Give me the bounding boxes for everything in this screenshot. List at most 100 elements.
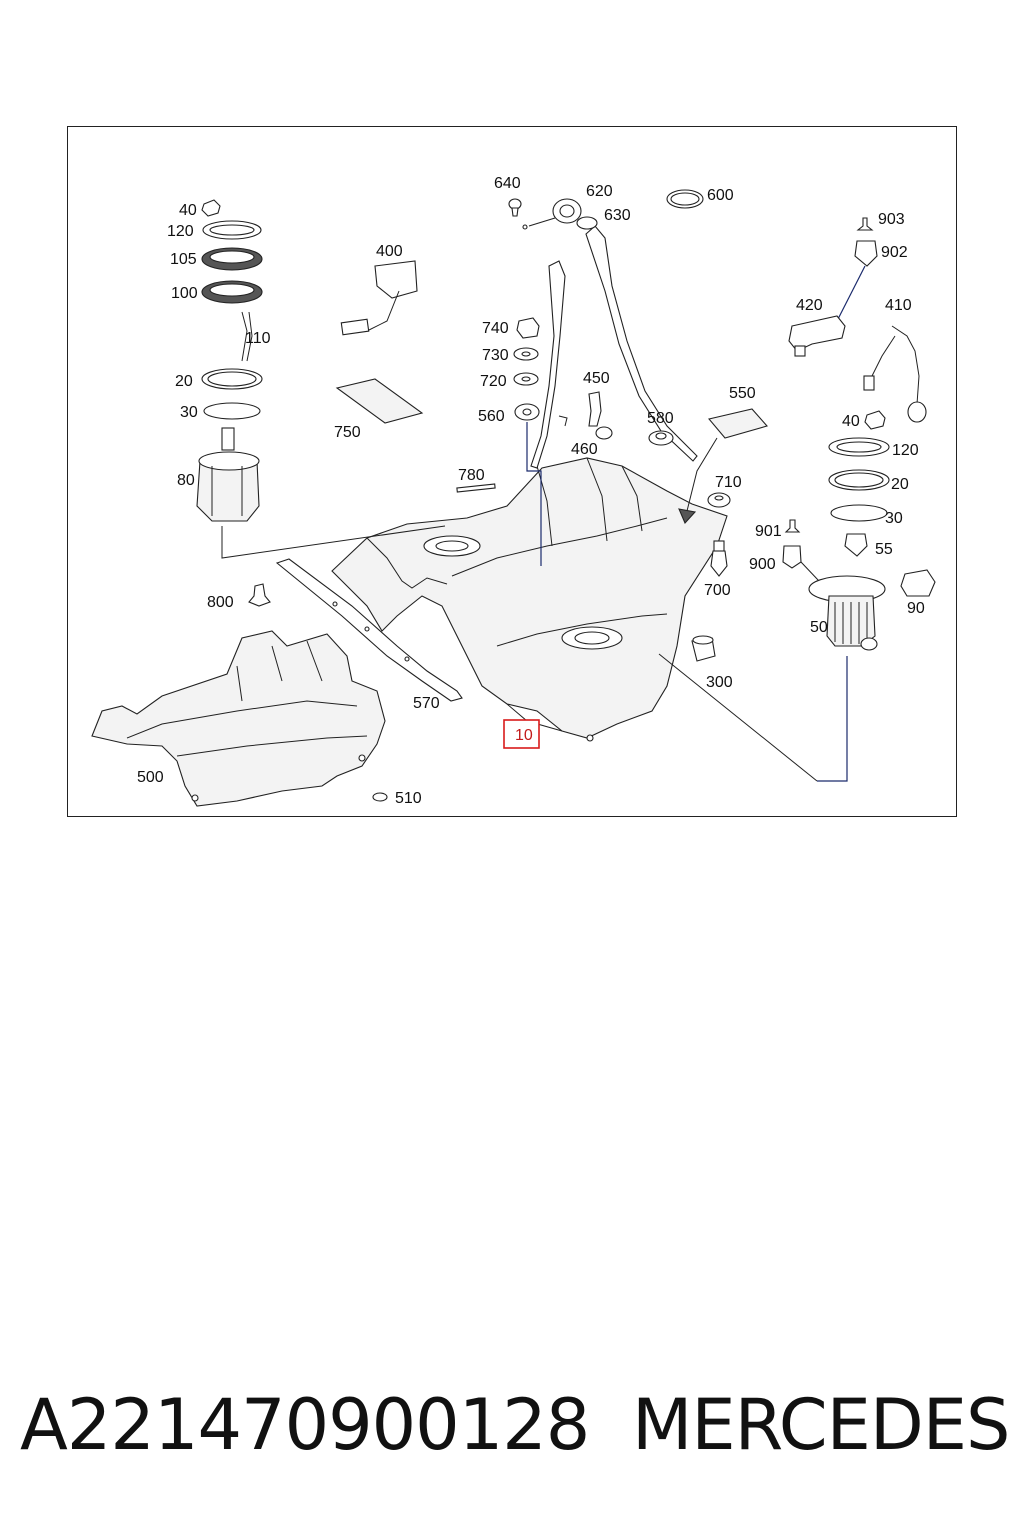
callout-410[interactable]: 410	[885, 297, 912, 314]
nut-510-part[interactable]	[372, 792, 388, 802]
harness-410-part[interactable]	[863, 325, 927, 423]
heat-shield-part[interactable]	[91, 630, 386, 807]
callout-901[interactable]: 901	[755, 523, 782, 540]
cover-100-part[interactable]	[201, 280, 263, 304]
ring-120-left-part[interactable]	[202, 220, 262, 240]
pump-leader-line	[221, 525, 446, 559]
cover-105-part[interactable]	[201, 247, 263, 271]
callout-800[interactable]: 800	[207, 594, 234, 611]
callout-740[interactable]: 740	[482, 320, 509, 337]
clamp-460-part[interactable]	[558, 415, 613, 440]
cap-903-part[interactable]	[856, 217, 874, 231]
pump-module-50-part[interactable]	[808, 575, 886, 651]
arrow-550-line	[686, 437, 718, 512]
callout-720[interactable]: 720	[480, 373, 507, 390]
callout-300[interactable]: 300	[706, 674, 733, 691]
part-number: A221470900128	[20, 1384, 590, 1466]
pad-550-part[interactable]	[708, 408, 768, 439]
cap-901-part[interactable]	[784, 519, 801, 533]
callout-10-highlighted[interactable]: 10	[515, 727, 533, 744]
line-110-part[interactable]	[241, 311, 253, 362]
callout-80[interactable]: 80	[177, 472, 195, 489]
bushing-560-part[interactable]	[514, 403, 540, 421]
callout-550[interactable]: 550	[729, 385, 756, 402]
callout-420[interactable]: 420	[796, 297, 823, 314]
callout-120-left[interactable]: 120	[167, 223, 194, 240]
pump-80-part[interactable]	[196, 427, 260, 522]
callout-900[interactable]: 900	[749, 556, 776, 573]
callout-105[interactable]: 105	[170, 251, 197, 268]
grommet-580-part[interactable]	[648, 430, 674, 446]
sensor-900-leader	[800, 561, 820, 582]
cap-screw-part[interactable]	[508, 198, 522, 217]
nut-40-right-part[interactable]	[864, 410, 886, 430]
tank-right-leader	[658, 653, 818, 782]
bumper-800-part[interactable]	[248, 583, 271, 607]
valve-55-part[interactable]	[844, 533, 868, 557]
callout-40-right[interactable]: 40	[842, 413, 860, 430]
washer-720-part[interactable]	[513, 372, 539, 386]
ring-120-right-part[interactable]	[828, 437, 890, 457]
callout-30-left[interactable]: 30	[180, 404, 198, 421]
seal-20-right-part[interactable]	[828, 469, 890, 491]
fuel-tank-exploded-diagram: 10 640 620 630 600 903 902 420 410 40 12…	[91, 175, 936, 807]
sensor-900-part[interactable]	[782, 545, 802, 569]
bushing-710-part[interactable]	[707, 492, 731, 508]
plug-300-part[interactable]	[691, 635, 716, 662]
nut-740-part[interactable]	[516, 317, 540, 339]
clip-90-part[interactable]	[900, 569, 936, 597]
callout-400[interactable]: 400	[376, 243, 403, 260]
callout-700[interactable]: 700	[704, 582, 731, 599]
callout-580[interactable]: 580	[647, 410, 674, 427]
callout-110[interactable]: 110	[245, 330, 271, 347]
callout-20-right[interactable]: 20	[891, 476, 909, 493]
callout-120-right[interactable]: 120	[892, 442, 919, 459]
pad-750-part[interactable]	[335, 378, 424, 424]
callout-100[interactable]: 100	[171, 285, 198, 302]
nut-40-left-part[interactable]	[201, 199, 221, 217]
oring-30-left-part[interactable]	[203, 402, 261, 420]
brand-name: MERCEDES	[632, 1384, 1010, 1466]
callout-630[interactable]: 630	[604, 207, 631, 224]
callout-30-right[interactable]: 30	[885, 510, 903, 527]
callout-560[interactable]: 560	[478, 408, 505, 425]
callout-50[interactable]: 50	[810, 619, 828, 636]
sensor-420-part[interactable]	[788, 315, 846, 357]
oring-30-right-part[interactable]	[830, 504, 888, 522]
gasket-630-part[interactable]	[576, 216, 598, 230]
callout-570[interactable]: 570	[413, 695, 440, 712]
highlight-box	[503, 719, 540, 749]
callout-903[interactable]: 903	[878, 211, 905, 228]
clip-700-part[interactable]	[710, 540, 728, 577]
callout-20-left[interactable]: 20	[175, 373, 193, 390]
callout-40-left[interactable]: 40	[179, 202, 197, 219]
callout-55[interactable]: 55	[875, 541, 893, 558]
callout-730[interactable]: 730	[482, 347, 509, 364]
hose-450-part[interactable]	[588, 391, 602, 427]
callout-510[interactable]: 510	[395, 790, 422, 807]
callout-750[interactable]: 750	[334, 424, 361, 441]
callout-460[interactable]: 460	[571, 441, 598, 458]
seal-20-left-part[interactable]	[201, 368, 263, 390]
callout-450[interactable]: 450	[583, 370, 610, 387]
callout-600[interactable]: 600	[707, 187, 734, 204]
clip-600-part[interactable]	[666, 189, 704, 209]
washer-730-part[interactable]	[513, 347, 539, 361]
callout-500[interactable]: 500	[137, 769, 164, 786]
callout-620[interactable]: 620	[586, 183, 613, 200]
callout-710[interactable]: 710	[715, 474, 742, 491]
callout-640[interactable]: 640	[494, 175, 521, 192]
callout-780[interactable]: 780	[458, 467, 485, 484]
fuel-tank-part[interactable]	[331, 457, 728, 742]
sensor-902-part[interactable]	[854, 240, 878, 267]
level-sender-400-part[interactable]	[340, 260, 418, 336]
filler-cap-part[interactable]	[522, 198, 582, 230]
arrow-550-head	[678, 508, 697, 525]
tank-strap-part[interactable]	[275, 558, 463, 702]
strip-780-part[interactable]	[456, 483, 496, 493]
filler-neck-part[interactable]	[530, 225, 698, 469]
sensor-leader-line	[836, 265, 866, 322]
callout-90[interactable]: 90	[907, 600, 925, 617]
pump-50-leader	[817, 656, 848, 782]
callout-902[interactable]: 902	[881, 244, 908, 261]
